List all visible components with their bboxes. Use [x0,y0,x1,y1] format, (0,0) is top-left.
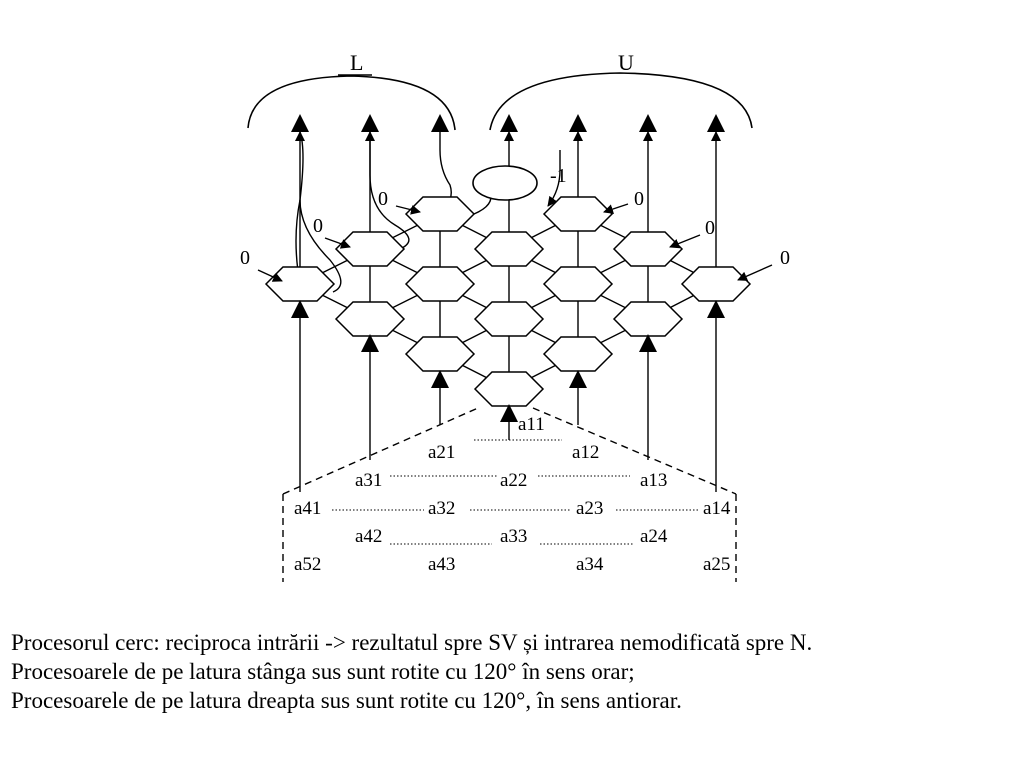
matrix-element: a32 [428,498,455,519]
matrix-element: a22 [500,470,527,491]
hexagon-processor [264,266,336,302]
matrix-element: a31 [355,470,382,491]
hexagon-processor [334,231,406,267]
output-arrows [291,114,725,293]
caption-line-3: Procesoarele de pe latura dreapta sus su… [11,688,682,713]
dashed-input-band [282,407,737,582]
output-arrowhead [500,114,518,132]
caption-line-2: Procesoarele de pe latura stânga sus sun… [11,659,635,684]
hexagon-processor [404,196,476,232]
caption-line-1: Procesorul cerc: reciproca intrării -> r… [11,630,813,655]
zero-label: 0 [378,188,388,210]
curved-wire [369,132,410,250]
hexagon-processor [542,266,614,302]
zero-input-arrow [257,269,283,282]
zero-input-arrow [737,264,773,281]
label-minus-one: -1 [550,165,567,187]
zero-label: 0 [705,217,715,239]
hexagon-processor [404,336,476,372]
zero-input-labels: 0 0 0 0 0 0 [240,188,790,282]
caption-block: Procesorul cerc: reciproca intrării -> r… [11,628,1016,715]
hexagon-processor [542,196,614,232]
zero-label: 0 [780,247,790,269]
zero-label: 0 [313,215,323,237]
matrix-element: a52 [294,554,321,575]
input-arrowhead [500,404,518,422]
reciprocal-processor-circle [472,165,538,201]
reciprocal-wire [547,150,561,207]
hexagon-processor [473,371,545,407]
matrix-element: a13 [640,470,667,491]
input-arrowhead [431,370,449,388]
output-arrowhead [431,114,449,132]
label-U: U [618,50,634,75]
hexagon-processor [542,336,614,372]
curved-wire [299,199,342,293]
hexagon-processor [473,231,545,267]
hexagon-processor [612,301,684,337]
brace-L [247,75,456,131]
output-arrowhead [569,114,587,132]
matrix-element: a24 [640,526,668,547]
output-arrowhead [707,114,725,132]
matrix-element: a12 [572,442,599,463]
zero-input-arrow [324,237,351,249]
matrix-element: a25 [703,554,730,575]
systolic-array-diagram: L U -1 0 0 0 0 0 0 a11 a21 a12 a31 a22 a13 a41 a32 a2… [240,50,790,582]
hexagon-processor [334,301,406,337]
matrix-elements: a11 a21 a12 a31 a22 a13 a41 a32 a23 a14 a42 a33 a24 a… [294,414,731,575]
hexagon-processors [264,196,752,407]
output-arrowhead [291,114,309,132]
hexagon-processor [612,231,684,267]
input-arrowhead [707,300,725,318]
output-arrowhead [361,114,379,132]
hexagon-processor [404,266,476,302]
matrix-element: a42 [355,526,382,547]
zero-input-arrow [603,203,629,214]
matrix-element: a11 [518,414,545,435]
input-arrowhead [291,300,309,318]
brace-U [489,72,753,131]
zero-label: 0 [240,247,250,269]
matrix-element: a41 [294,498,321,519]
zero-input-arrow [669,234,701,249]
hexagon-processor [680,266,752,302]
matrix-element: a23 [576,498,603,519]
input-arrows [291,300,725,492]
matrix-element: a14 [703,498,731,519]
zero-input-arrow [395,204,421,215]
matrix-element: a21 [428,442,455,463]
output-arrowhead [639,114,657,132]
input-arrowhead [361,334,379,352]
input-arrowhead [569,370,587,388]
matrix-element: a34 [576,554,604,575]
matrix-element: a33 [500,526,527,547]
matrix-element: a43 [428,554,455,575]
label-L: L [350,50,363,75]
input-arrowhead [639,334,657,352]
hexagon-processor [473,301,545,337]
zero-label: 0 [634,188,644,210]
